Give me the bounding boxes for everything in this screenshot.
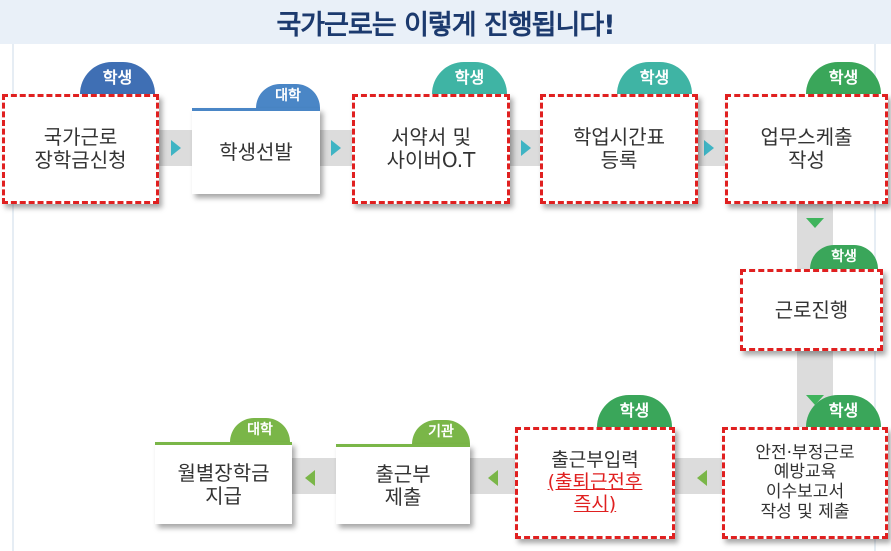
step6-role-tab: 학생: [810, 245, 878, 269]
page-title: 국가근로는 이렇게 진행됩니다!: [276, 10, 615, 41]
step4-role-tab: 학생: [617, 62, 692, 94]
step6-box: 근로진행: [740, 269, 883, 351]
step3-line1: 서약서 및: [391, 125, 471, 149]
step8-line1: 출근부입력: [551, 449, 639, 472]
step5-line2: 작성: [788, 148, 825, 172]
step3-role-tab: 학생: [432, 62, 507, 94]
step9-line2: 제출: [384, 484, 422, 509]
arrow-right-icon: [521, 140, 531, 156]
step7-line1: 안전·부정근로: [755, 442, 855, 463]
arrow-left-icon: [488, 470, 498, 486]
step8-line2: (출퇴근전후: [547, 471, 643, 494]
step8-role-tab: 학생: [597, 395, 672, 427]
arrow-right-icon: [704, 140, 714, 156]
step3-line2: 사이버O.T: [386, 148, 476, 172]
step9-role-tab: 기관: [412, 420, 470, 444]
arrow-left-icon: [697, 470, 707, 486]
step4-line1: 학업시간표: [573, 125, 665, 149]
step4-line2: 등록: [600, 148, 638, 172]
arrow-down-icon: [806, 218, 824, 228]
title-bar: [0, 0, 891, 44]
arrow-left-icon: [305, 470, 315, 486]
step7-line4: 작성 및 제출: [760, 501, 850, 522]
step7-role-tab: 학생: [806, 395, 881, 427]
step1-line1: 국가근로: [43, 125, 118, 149]
arrow-right-icon: [331, 140, 341, 156]
step2-line1: 학생선발: [219, 140, 293, 164]
step2-role-tab: 대학: [256, 84, 320, 108]
arrow-down-icon: [806, 395, 824, 405]
step7-line3: 이수보고서: [765, 482, 845, 502]
step5-role-tab: 학생: [806, 62, 881, 94]
step10-role-tab: 대학: [230, 418, 290, 442]
step10-line1: 월별장학금: [177, 460, 270, 485]
step8-line3: 즉시): [573, 492, 617, 515]
step1-role-tab: 학생: [80, 62, 155, 94]
step6-line1: 근로진행: [774, 297, 849, 322]
step9-line1: 출근부: [375, 461, 431, 486]
step7-line2: 예방교육: [773, 462, 837, 483]
step10-line2: 지급: [205, 483, 242, 508]
step5-line1: 업무스케출: [760, 125, 853, 149]
arrow-right-icon: [171, 140, 181, 156]
left-guide-line: [12, 44, 14, 551]
step2-box: 학생선발: [192, 108, 320, 194]
step1-line2: 장학금신청: [34, 148, 127, 172]
